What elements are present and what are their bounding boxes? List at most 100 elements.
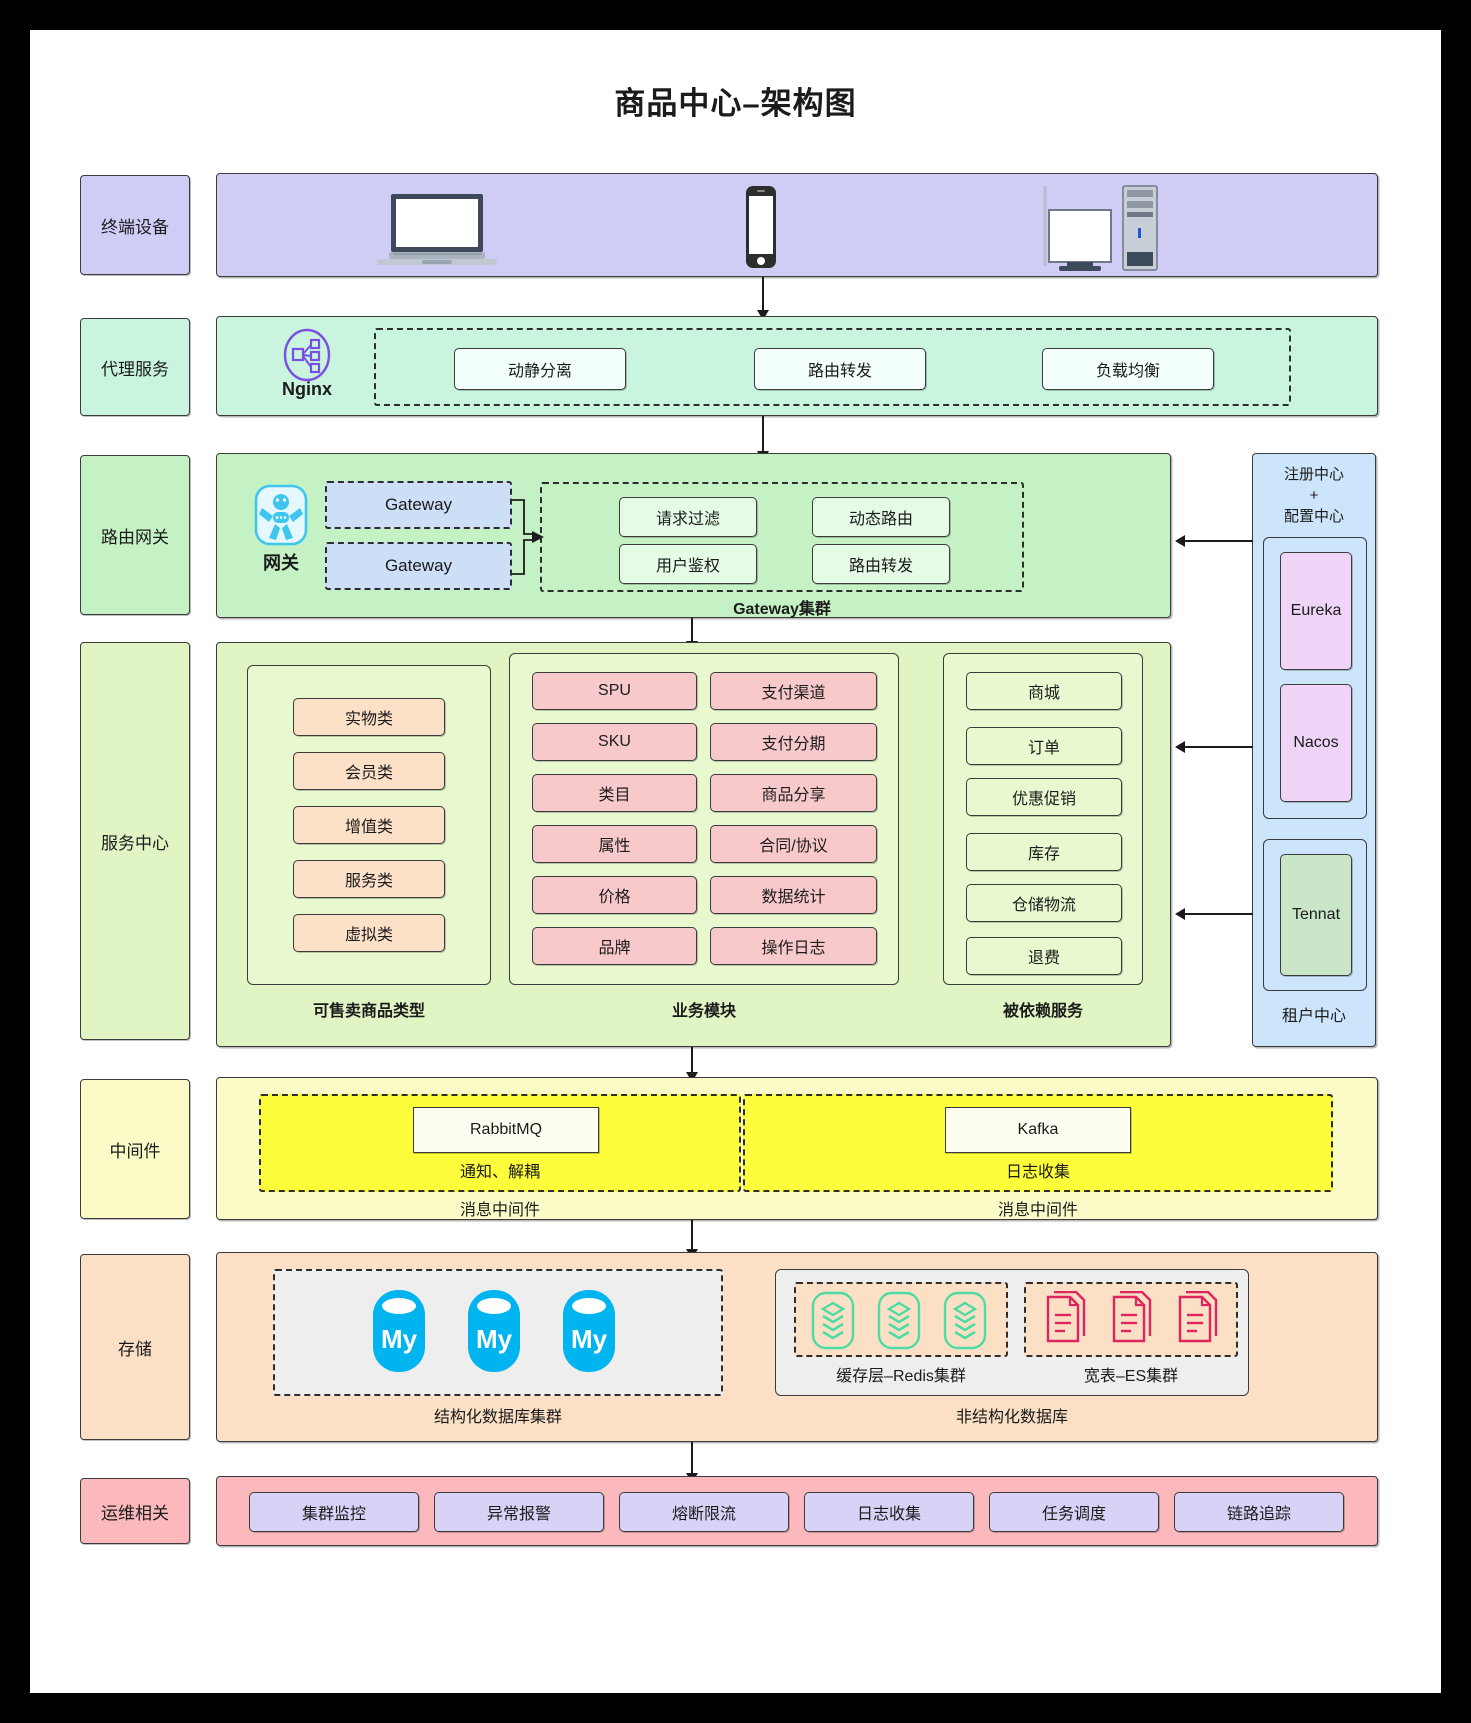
proxy-feature-2-label: 负载均衡 — [1095, 363, 1160, 380]
sellable-item-3[interactable]: 服务类 — [293, 860, 445, 898]
ops-item-3[interactable]: 日志收集 — [804, 1492, 974, 1532]
gateway-node-0[interactable]: Gateway — [325, 481, 512, 529]
storage-sql-caption: 结构化数据库集群 — [433, 1409, 562, 1426]
service-group-business: SPU SKU 类目 属性 价格 品牌 支付渠道 支付分期 商品分享 合同/协议… — [509, 653, 899, 985]
dependent-item-0-label: 商城 — [1027, 685, 1060, 702]
service-group-dependent: 商城 订单 优惠促销 库存 仓储物流 退费 — [943, 653, 1143, 985]
layer-label-gateway-text: 路由网关 — [101, 527, 169, 547]
gateway-feature-3[interactable]: 路由转发 — [812, 544, 950, 584]
dependent-item-3[interactable]: 库存 — [966, 833, 1122, 871]
dependent-item-2-label: 优惠促销 — [1011, 791, 1076, 808]
tenant-item-tennat[interactable]: Tennat — [1280, 854, 1352, 976]
sellable-item-4[interactable]: 虚拟类 — [293, 914, 445, 952]
registry-item-eureka[interactable]: Eureka — [1280, 552, 1352, 670]
dependent-item-1[interactable]: 订单 — [966, 727, 1122, 765]
layer-label-middleware: 中间件 — [80, 1079, 190, 1219]
gateway-band: 网关 Gateway Gateway 请求过滤 动态路由 用户鉴权 — [216, 453, 1171, 618]
gateway-node-0-label: Gateway — [384, 495, 453, 514]
middleware-name-0[interactable]: RabbitMQ — [413, 1107, 599, 1153]
middleware-name-1[interactable]: Kafka — [945, 1107, 1131, 1153]
ops-item-2[interactable]: 熔断限流 — [619, 1492, 789, 1532]
sellable-item-3-label: 服务类 — [344, 873, 393, 890]
business-col2-4[interactable]: 数据统计 — [710, 876, 877, 914]
layer-label-terminal: 终端设备 — [80, 175, 190, 275]
business-col1-1[interactable]: SKU — [532, 723, 697, 761]
business-col2-2-label: 商品分享 — [761, 787, 826, 804]
business-col1-3[interactable]: 属性 — [532, 825, 697, 863]
layer-label-service: 服务中心 — [80, 642, 190, 1040]
proxy-feature-2[interactable]: 负载均衡 — [1042, 348, 1214, 390]
proxy-feature-0[interactable]: 动静分离 — [454, 348, 626, 390]
business-col2-3-label: 合同/协议 — [759, 838, 828, 855]
proxy-feature-1[interactable]: 路由转发 — [754, 348, 926, 390]
business-col1-0-label: SPU — [598, 682, 631, 699]
business-col2-4-label: 数据统计 — [761, 889, 826, 906]
nginx-label: Nginx — [281, 379, 332, 399]
gateway-feature-0-label: 请求过滤 — [655, 511, 720, 528]
gateway-node-1-label: Gateway — [384, 556, 453, 575]
layer-label-middleware-text: 中间件 — [109, 1141, 161, 1161]
business-col2-5-label: 操作日志 — [761, 940, 826, 957]
desktop-icon — [1037, 184, 1167, 277]
tenant-item-tennat-label: Tennat — [1291, 906, 1341, 923]
ops-item-2-label: 熔断限流 — [671, 1506, 736, 1523]
svg-text:My: My — [571, 1324, 608, 1354]
mysql-icon-2: My — [555, 1286, 623, 1383]
phone-icon — [739, 185, 783, 274]
redis-icon-0 — [810, 1291, 856, 1356]
ops-item-1[interactable]: 异常报警 — [434, 1492, 604, 1532]
ops-item-4[interactable]: 任务调度 — [989, 1492, 1159, 1532]
middleware-name-1-label: Kafka — [1017, 1121, 1059, 1138]
layer-label-ops: 运维相关 — [80, 1478, 190, 1544]
mysql-icon-1: My — [460, 1286, 528, 1383]
service-caption-business: 业务模块 — [671, 1003, 736, 1020]
business-col2-2[interactable]: 商品分享 — [710, 774, 877, 812]
dependent-item-0[interactable]: 商城 — [966, 672, 1122, 710]
business-col1-0[interactable]: SPU — [532, 672, 697, 710]
nginx-icon — [279, 327, 335, 388]
sellable-item-1[interactable]: 会员类 — [293, 752, 445, 790]
dependent-item-5[interactable]: 退费 — [966, 937, 1122, 975]
tenant-caption: 租户中心 — [1281, 1008, 1346, 1025]
business-col1-4[interactable]: 价格 — [532, 876, 697, 914]
ops-item-0[interactable]: 集群监控 — [249, 1492, 419, 1532]
layer-label-proxy: 代理服务 — [80, 318, 190, 416]
storage-es-group — [1024, 1282, 1238, 1357]
layer-label-storage: 存储 — [80, 1254, 190, 1440]
business-col1-3-label: 属性 — [598, 838, 631, 855]
middleware-block-0: RabbitMQ 通知、解耦 — [259, 1094, 741, 1192]
business-col2-5[interactable]: 操作日志 — [710, 927, 877, 965]
business-col2-3[interactable]: 合同/协议 — [710, 825, 877, 863]
gateway-node-1[interactable]: Gateway — [325, 542, 512, 590]
sellable-item-2[interactable]: 增值类 — [293, 806, 445, 844]
sellable-item-1-label: 会员类 — [344, 765, 393, 782]
business-col2-1[interactable]: 支付分期 — [710, 723, 877, 761]
gateway-feature-0[interactable]: 请求过滤 — [619, 497, 757, 537]
dependent-item-1-label: 订单 — [1027, 740, 1060, 757]
gateway-brace-connector — [510, 496, 552, 583]
dependent-item-4-label: 仓储物流 — [1011, 897, 1076, 914]
layer-label-storage-text: 存储 — [118, 1339, 152, 1359]
middleware-caption-0: 消息中间件 — [459, 1202, 540, 1219]
business-col2-0[interactable]: 支付渠道 — [710, 672, 877, 710]
proxy-feature-group: 动静分离 路由转发 负载均衡 — [374, 328, 1291, 406]
registry-item-nacos[interactable]: Nacos — [1280, 684, 1352, 802]
dependent-item-2[interactable]: 优惠促销 — [966, 778, 1122, 816]
gateway-feature-2[interactable]: 用户鉴权 — [619, 544, 757, 584]
sellable-item-4-label: 虚拟类 — [344, 927, 393, 944]
gateway-icon — [253, 484, 309, 551]
middleware-name-0-label: RabbitMQ — [469, 1121, 543, 1138]
dependent-item-4[interactable]: 仓储物流 — [966, 884, 1122, 922]
registry-panel: 注册中心 + 配置中心 Eureka Nacos Tennat 租户中心 — [1252, 453, 1376, 1047]
laptop-icon — [367, 190, 507, 275]
dependent-item-3-label: 库存 — [1027, 846, 1060, 863]
sellable-item-0-label: 实物类 — [344, 711, 393, 728]
gateway-feature-3-label: 路由转发 — [848, 558, 913, 575]
business-col1-5[interactable]: 品牌 — [532, 927, 697, 965]
business-col1-2[interactable]: 类目 — [532, 774, 697, 812]
ops-item-5[interactable]: 链路追踪 — [1174, 1492, 1344, 1532]
service-caption-dependent: 被依赖服务 — [1002, 1003, 1083, 1020]
sellable-item-0[interactable]: 实物类 — [293, 698, 445, 736]
svg-text:My: My — [381, 1324, 418, 1354]
gateway-feature-1[interactable]: 动态路由 — [812, 497, 950, 537]
